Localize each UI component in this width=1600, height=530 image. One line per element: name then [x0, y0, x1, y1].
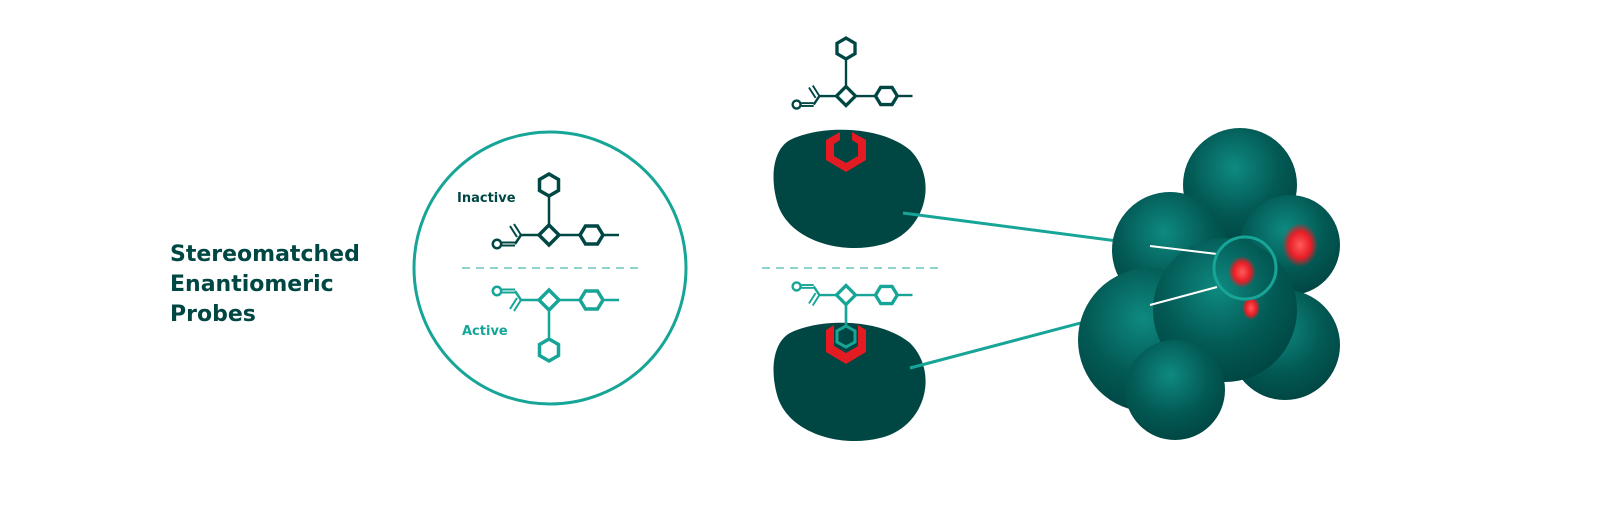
- active-label: Active: [462, 324, 508, 339]
- red-pocket-bottom: [826, 325, 866, 364]
- active-binding-pocket: [773, 322, 926, 442]
- active-site-red: [1228, 256, 1256, 288]
- title-line: Probes: [170, 302, 256, 327]
- magnifier-circle: [1212, 235, 1278, 301]
- red-pocket-top: [826, 132, 866, 172]
- inactive-probe-molecule: [790, 36, 915, 111]
- diagram-title: Stereomatched Enantiomeric Probes: [170, 240, 360, 330]
- inactive-binding-pocket: [773, 129, 926, 249]
- active-site-red: [1282, 223, 1318, 267]
- inactive-molecule: [491, 172, 621, 250]
- title-line: Enantiomeric: [170, 272, 334, 297]
- active-molecule: [491, 285, 621, 363]
- inactive-label: Inactive: [457, 191, 516, 206]
- active-site-red: [1242, 296, 1260, 320]
- protein-surface: [1078, 128, 1340, 440]
- title-line: Stereomatched: [170, 242, 360, 267]
- comparison-circle: [412, 130, 688, 406]
